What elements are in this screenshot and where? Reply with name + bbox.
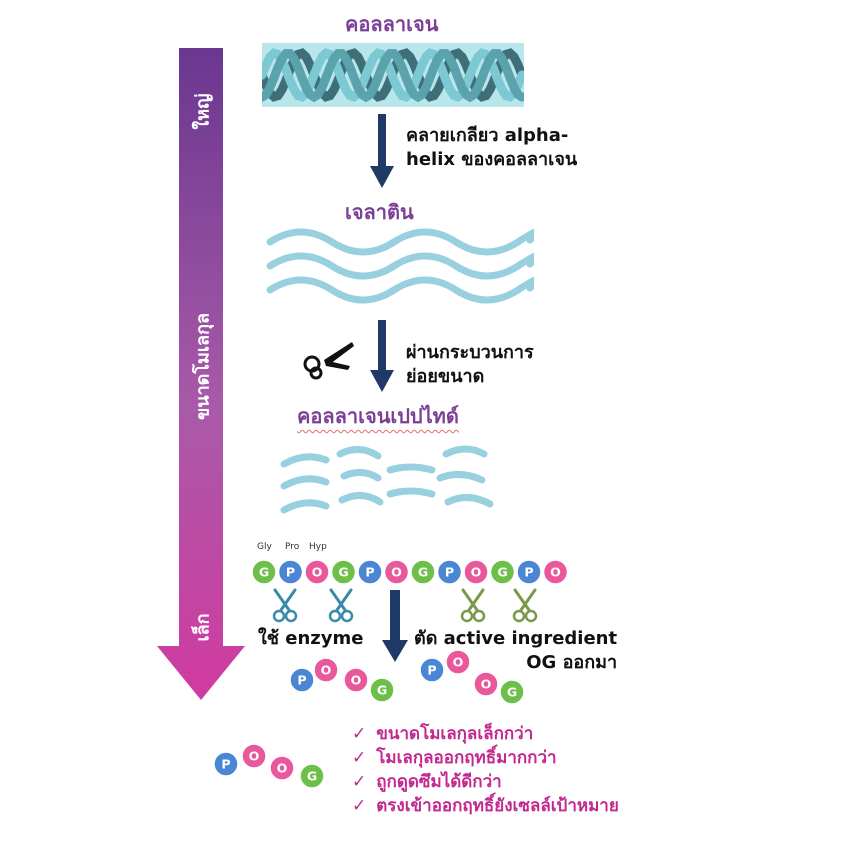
amino-bead-letter: G: [377, 683, 387, 698]
amino-bead-o: O: [542, 559, 569, 585]
benefit-item: ✓ โมเลกุลออกฤทธิ์มากกว่า: [352, 746, 619, 770]
collagen-helix-illustration: [262, 43, 524, 107]
aa-label-pro: Pro: [285, 542, 300, 552]
peptide-fragments-illustration: [280, 445, 494, 514]
amino-bead-letter: O: [550, 565, 561, 580]
amino-bead-o: O: [343, 667, 369, 693]
amino-bead-letter: O: [481, 677, 492, 692]
amino-bead-letter: P: [297, 673, 306, 688]
size-axis-label: ขนาดโมเลกุล: [192, 312, 214, 421]
amino-bead-letter: O: [351, 673, 362, 688]
step1-line2: helix ของคอลลาเจน: [406, 149, 578, 170]
amino-bead-o: O: [304, 559, 330, 585]
amino-bead-p: P: [357, 559, 383, 585]
amino-bead-p: P: [277, 559, 304, 585]
amino-bead-o: O: [445, 650, 471, 675]
amino-bead-letter: G: [507, 685, 517, 700]
check-icon: ✓: [352, 724, 367, 744]
amino-bead-g: G: [330, 559, 357, 585]
step2-line2: ย่อยขนาด: [406, 366, 485, 387]
enzyme-scissors-group: [272, 588, 538, 623]
cut-line2: OG ออกมา: [526, 652, 618, 673]
gelatin-title: เจลาติน: [345, 200, 414, 224]
collagen-title: คอลลาเจน: [345, 12, 439, 36]
check-icon: ✓: [352, 796, 367, 816]
benefit-text: ตรงเข้าออกฤทธิ์ยังเซลล์เป้าหมาย: [376, 796, 619, 816]
amino-bead-letter: G: [418, 565, 428, 580]
amino-bead-p: P: [419, 657, 445, 683]
scissors-icon: [303, 342, 354, 380]
amino-bead-o: O: [383, 559, 410, 585]
scissors-icon: [272, 588, 298, 623]
amino-bead-letter: O: [453, 655, 464, 670]
amino-bead-g: G: [251, 559, 277, 585]
amino-bead-letter: G: [338, 565, 348, 580]
amino-bead-o: O: [463, 559, 489, 585]
amino-bead-letter: P: [365, 565, 374, 580]
amino-bead-g: G: [499, 679, 525, 705]
benefit-text: ถูกดูดซึมได้ดีกว่า: [376, 772, 502, 792]
amino-bead-g: G: [410, 559, 436, 585]
amino-bead-o: O: [269, 755, 295, 781]
amino-bead-p: P: [289, 667, 315, 693]
step2-text: ผ่านกระบวนการ ย่อยขนาด: [406, 341, 534, 389]
amino-bead-g: G: [489, 559, 516, 585]
benefit-text: ขนาดโมเลกุลเล็กกว่า: [376, 724, 534, 744]
scissors-icon: [460, 588, 486, 623]
check-icon: ✓: [352, 748, 367, 768]
down-arrow-2: [370, 320, 394, 392]
amino-bead-letter: O: [471, 565, 482, 580]
step1-text: คลายเกลียว alpha- helix ของคอลลาเจน: [406, 124, 577, 172]
amino-bead-p: P: [436, 559, 463, 585]
amino-bead-letter: O: [277, 761, 288, 776]
amino-bead-letter: P: [524, 565, 533, 580]
benefit-item: ✓ ขนาดโมเลกุลเล็กกว่า: [352, 722, 619, 746]
amino-bead-letter: O: [391, 565, 402, 580]
benefits-list: ✓ ขนาดโมเลกุลเล็กกว่า ✓ โมเลกุลออกฤทธิ์มากก…: [352, 722, 619, 818]
step1-line1: คลายเกลียว alpha-: [406, 125, 569, 146]
aa-label-hyp: Hyp: [309, 542, 327, 552]
amino-bead-letter: G: [307, 769, 317, 784]
benefit-item: ✓ ตรงเข้าออกฤทธิ์ยังเซลล์เป้าหมาย: [352, 794, 619, 818]
amino-bead-g: G: [369, 677, 395, 703]
peptide-title: คอลลาเจนเปปไทด์: [297, 404, 459, 428]
down-arrow-3: [382, 590, 408, 662]
amino-bead-g: G: [299, 763, 325, 789]
amino-bead-letter: P: [221, 757, 230, 772]
amino-bead-letter: P: [286, 565, 295, 580]
amino-bead-letter: O: [321, 663, 332, 678]
big-label: ใหญ่: [192, 93, 214, 130]
amino-bead-o: O: [473, 671, 499, 697]
amino-bead-p: P: [213, 751, 239, 777]
scissors-icon: [512, 588, 538, 623]
small-label: เล็ก: [192, 613, 214, 642]
enzyme-text: ใช้ enzyme: [258, 628, 364, 649]
helix-strand: [262, 49, 524, 103]
amino-bead-letter: O: [312, 565, 323, 580]
cut-text: ตัด active ingredient OG ออกมา: [414, 627, 617, 675]
benefit-item: ✓ ถูกดูดซึมได้ดีกว่า: [352, 770, 619, 794]
gelatin-waves-illustration: [266, 228, 534, 304]
amino-bead-letter: P: [427, 663, 436, 678]
amino-bead-o: O: [241, 743, 267, 769]
amino-bead-letter: G: [497, 565, 507, 580]
check-icon: ✓: [352, 772, 367, 792]
amino-bead-p: P: [516, 559, 542, 585]
size-gradient-arrow: [157, 48, 245, 700]
amino-bead-o: O: [313, 657, 339, 683]
fragment-c: P O O G: [213, 743, 325, 789]
step2-line1: ผ่านกระบวนการ: [406, 342, 534, 363]
amino-bead-letter: O: [249, 749, 260, 764]
amino-bead-letter: G: [259, 565, 269, 580]
amino-bead-letter: P: [445, 565, 454, 580]
cut-line1: ตัด active ingredient: [414, 628, 618, 649]
aa-label-gly: Gly: [257, 542, 272, 552]
down-arrow-1: [370, 114, 394, 188]
benefit-text: โมเลกุลออกฤทธิ์มากกว่า: [376, 748, 557, 768]
scissors-icon: [328, 588, 354, 623]
